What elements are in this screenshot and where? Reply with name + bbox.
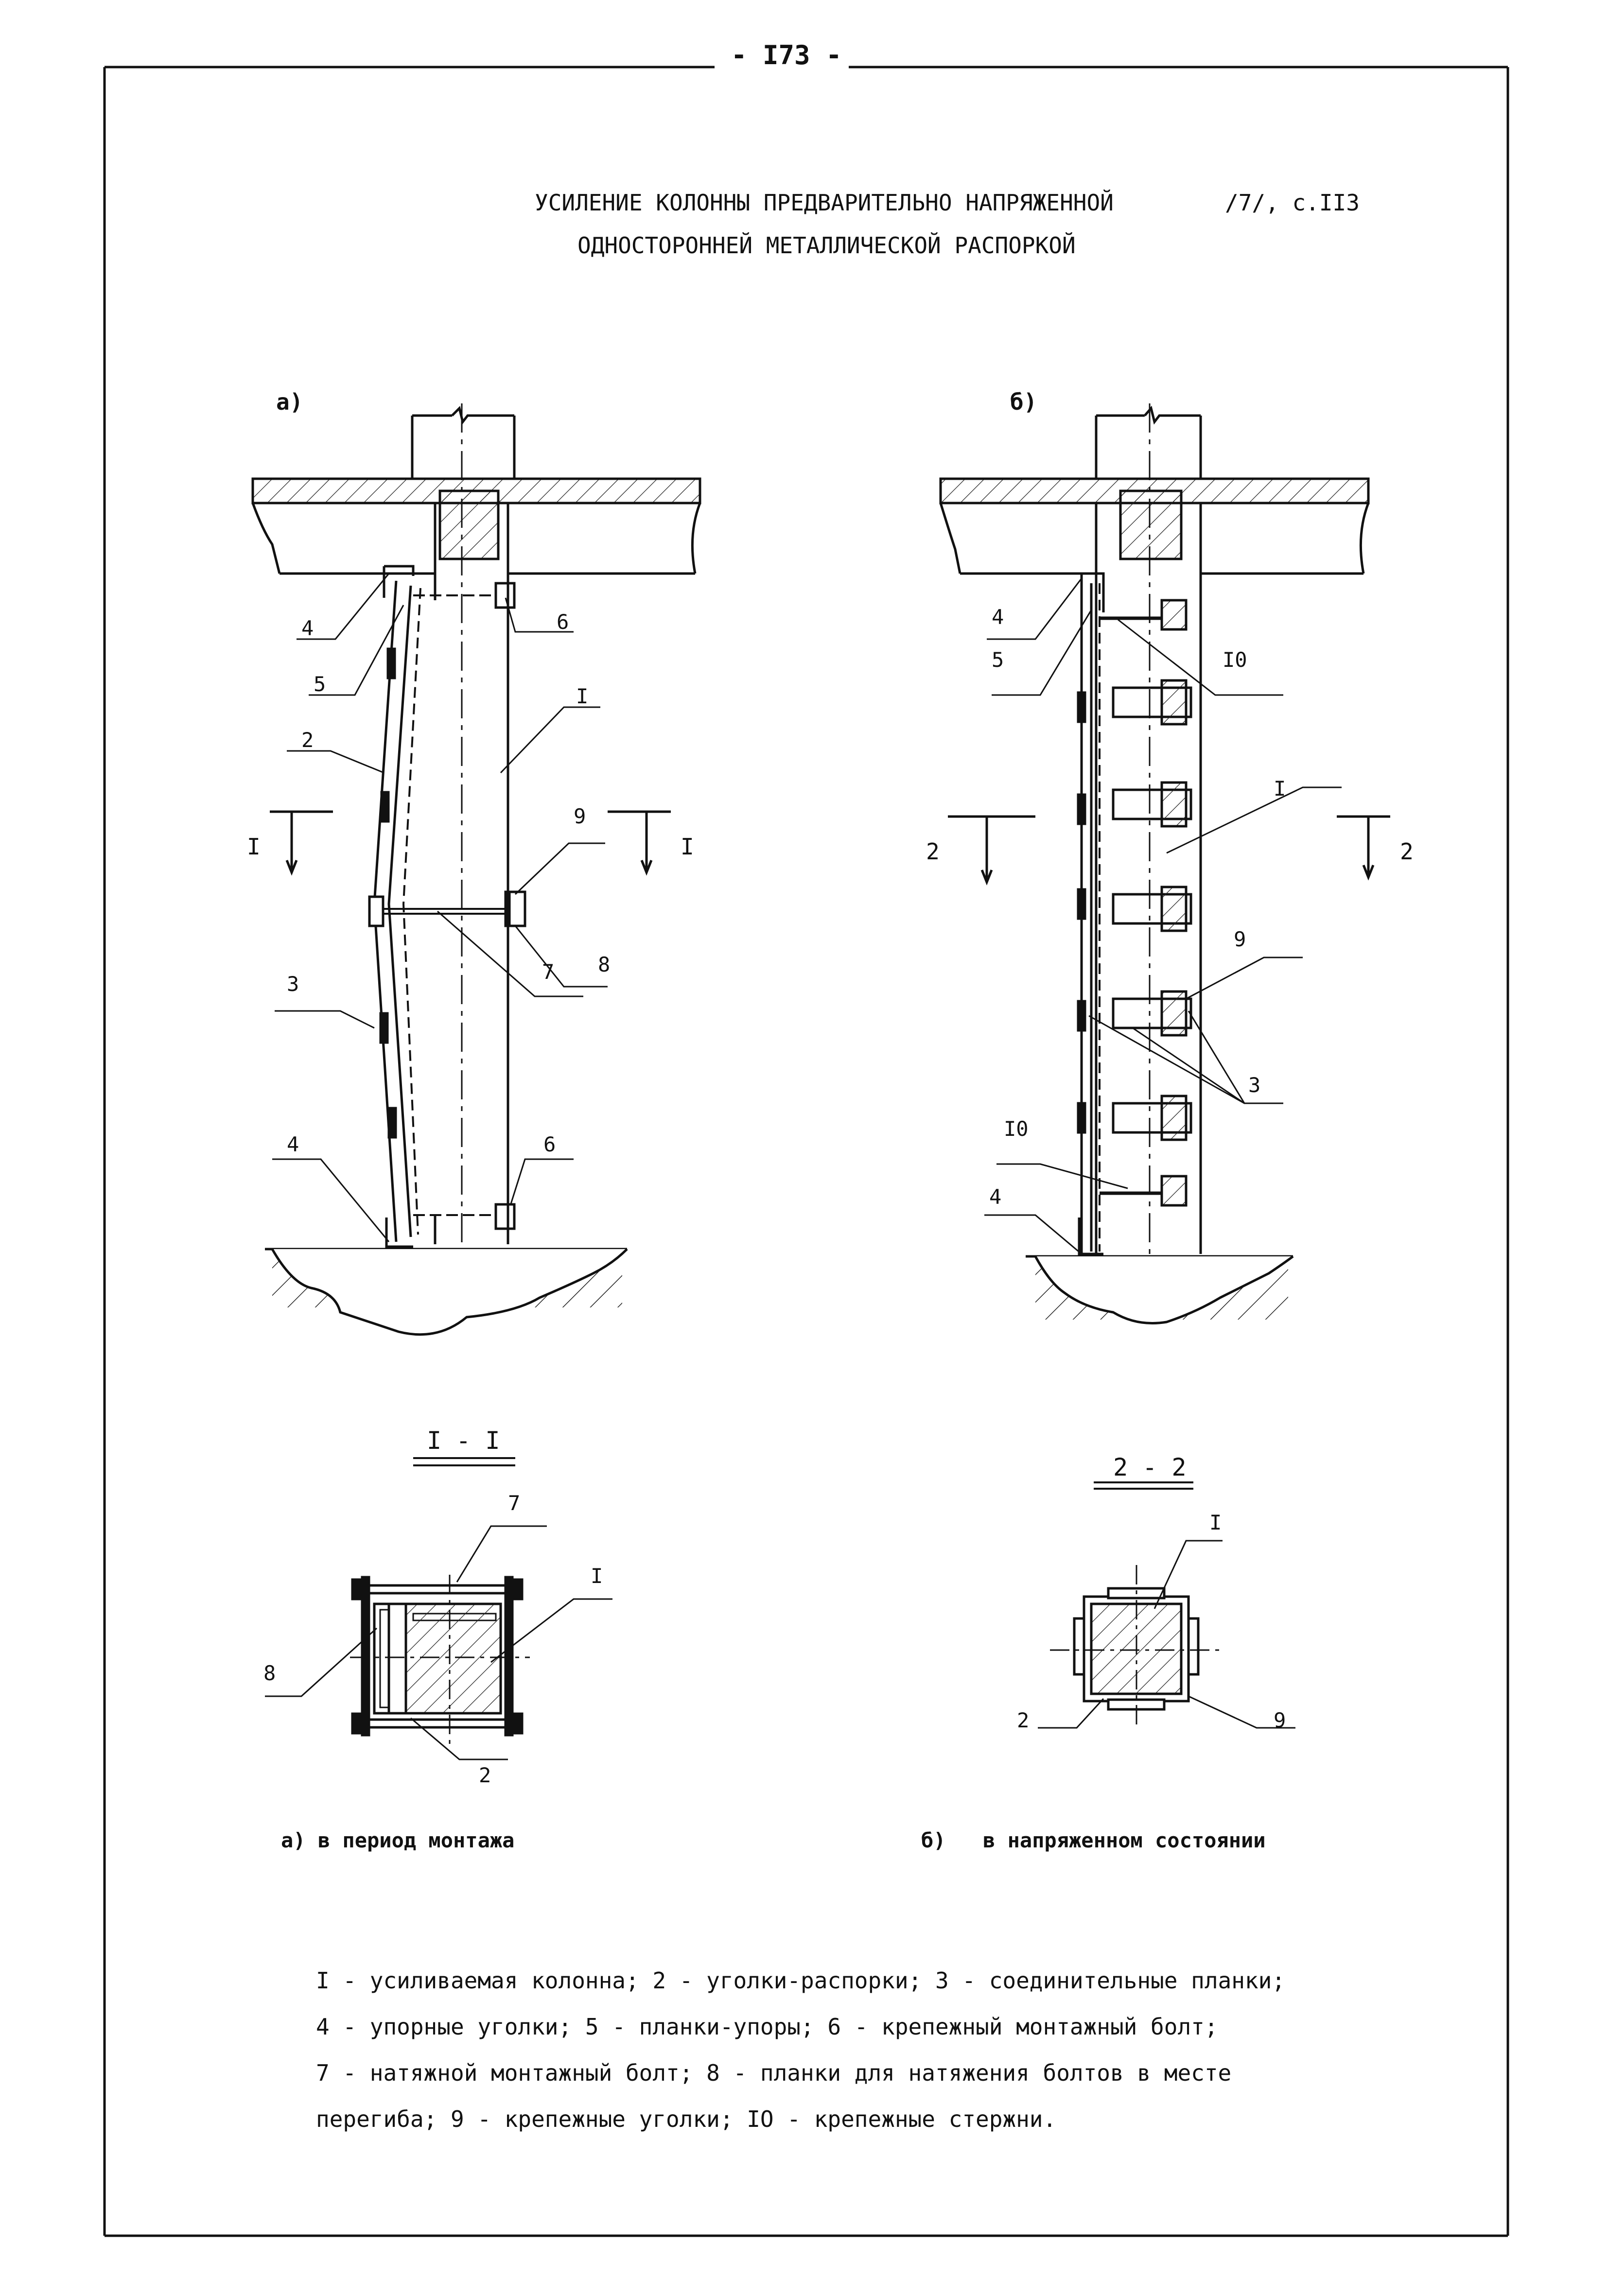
figure-b-callout-10-bottom: I0 <box>1004 1117 1029 1141</box>
section-1-callout-7: 7 <box>508 1491 521 1515</box>
section-1-leaders <box>265 1525 612 1760</box>
callout-leaders-b <box>984 578 1342 1255</box>
figure-a-callout-7: 7 <box>542 960 555 984</box>
legend-line-2: 4 - упорные уголки; 5 - планки-упоры; 6 … <box>316 2014 1218 2040</box>
page-border <box>103 66 1509 2237</box>
figure-b-label: б) <box>1010 389 1037 415</box>
column-b <box>1095 403 1202 1283</box>
legend-line-3: 7 - натяжной монтажный болт; 8 - планки … <box>316 2060 1232 2086</box>
ground-a <box>265 1248 628 1336</box>
connection-plates-b <box>1100 599 1192 1207</box>
slab-b <box>939 477 1370 575</box>
section-2-title: 2 - 2 <box>1113 1453 1187 1481</box>
figure-a-callout-6-bottom: 6 <box>543 1132 556 1156</box>
slab-a <box>251 477 701 575</box>
section-1-callout-8: 8 <box>263 1661 276 1685</box>
figure-a-callout-3: 3 <box>287 972 299 996</box>
section-1-title-underline <box>416 1457 515 1466</box>
figure-a-drawing <box>251 403 701 1336</box>
figure-a-callout-4-top: 4 <box>301 616 314 640</box>
figure-a-callout-4-bottom: 4 <box>287 1132 299 1156</box>
figure-b-callout-1: I <box>1274 777 1286 800</box>
section-2-drawing <box>1050 1481 1225 1730</box>
section-1-callout-2: 2 <box>479 1763 491 1787</box>
title-line-1: УСИЛЕНИЕ КОЛОННЫ ПРЕДВАРИТЕЛЬНО НАПРЯЖЕН… <box>535 190 1114 216</box>
title-reference: /7/, с.II3 <box>1225 190 1360 216</box>
figure-b-callout-4-top: 4 <box>992 605 1004 629</box>
figure-b-drawing <box>939 403 1370 1324</box>
section-cut-a-left-mark: I <box>247 834 261 860</box>
figure-b-callout-10-top: I0 <box>1223 648 1247 672</box>
figure-a-callout-8: 8 <box>598 953 611 976</box>
caption-b-label: б) <box>921 1828 946 1852</box>
figure-b-callout-9: 9 <box>1234 927 1246 951</box>
figure-b-callout-5: 5 <box>992 648 1004 672</box>
legend-line-4: перегиба; 9 - крепежные уголки; IO - кре… <box>316 2106 1057 2132</box>
title-line-2: ОДНОСТОРОННЕЙ МЕТАЛЛИЧЕСКОЙ РАСПОРКОЙ <box>577 232 1076 259</box>
section-1-title: I - I <box>427 1426 500 1455</box>
legend-line-1: I - усиливаемая колонна; 2 - уголки-расп… <box>316 1967 1285 1994</box>
ground-b <box>1026 1255 1294 1324</box>
strut-a <box>368 565 526 1248</box>
section-2-callout-2: 2 <box>1017 1708 1030 1732</box>
callout-leaders-a <box>272 573 608 1242</box>
figure-a-callout-6-top: 6 <box>557 610 569 634</box>
caption-b-text: в напряженном состоянии <box>983 1828 1266 1852</box>
page-number: - I73 - <box>724 40 849 70</box>
figure-a-label: а) <box>276 389 303 415</box>
section-2-callout-9: 9 <box>1274 1708 1286 1732</box>
figure-a-callout-5: 5 <box>314 672 326 696</box>
column-upper-a <box>411 406 516 479</box>
figure-a-callout-1: I <box>576 684 589 708</box>
section-1-callout-1: I <box>591 1564 603 1588</box>
strut-b <box>1077 572 1105 1255</box>
section-cut-a-right-mark: I <box>681 834 694 860</box>
section-cut-a <box>270 810 671 876</box>
column-upper-b <box>1095 405 1202 479</box>
figure-a-callout-2: 2 <box>301 728 314 752</box>
section-cut-b-right-mark: 2 <box>1400 838 1414 865</box>
caption-a: а) в период монтажа <box>281 1828 515 1852</box>
section-1-drawing <box>350 1457 530 1745</box>
figure-b-callout-3: 3 <box>1248 1073 1261 1097</box>
figure-a-callout-9: 9 <box>574 804 586 828</box>
section-2-leaders <box>1038 1540 1295 1729</box>
section-cut-b <box>948 815 1390 886</box>
section-2-callout-1: I <box>1209 1511 1222 1534</box>
column-a <box>434 403 509 1283</box>
section-cut-b-left-mark: 2 <box>926 838 940 865</box>
figure-b-callout-4-bottom: 4 <box>989 1185 1002 1209</box>
